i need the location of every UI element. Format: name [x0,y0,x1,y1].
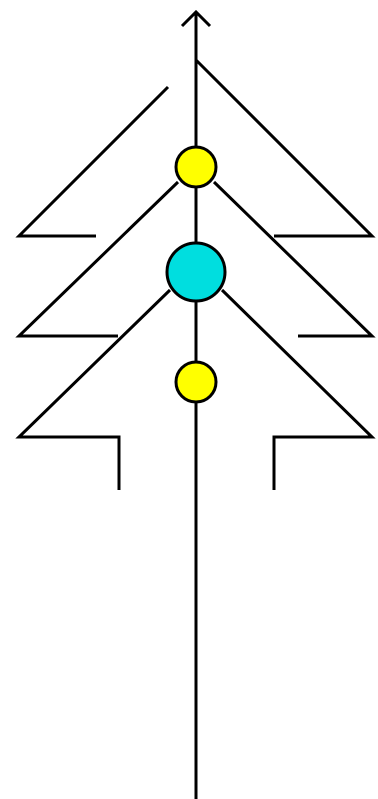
tier-3-left-branch [19,290,170,490]
tier-2-right-branch [214,182,372,336]
tier-1-right-branch [196,60,372,236]
bottom-ornament [176,362,216,402]
top-ornament [176,147,216,187]
tier-2-left-branch [19,182,178,336]
tier-3-right-branch [222,290,372,490]
middle-ornament [167,243,225,301]
